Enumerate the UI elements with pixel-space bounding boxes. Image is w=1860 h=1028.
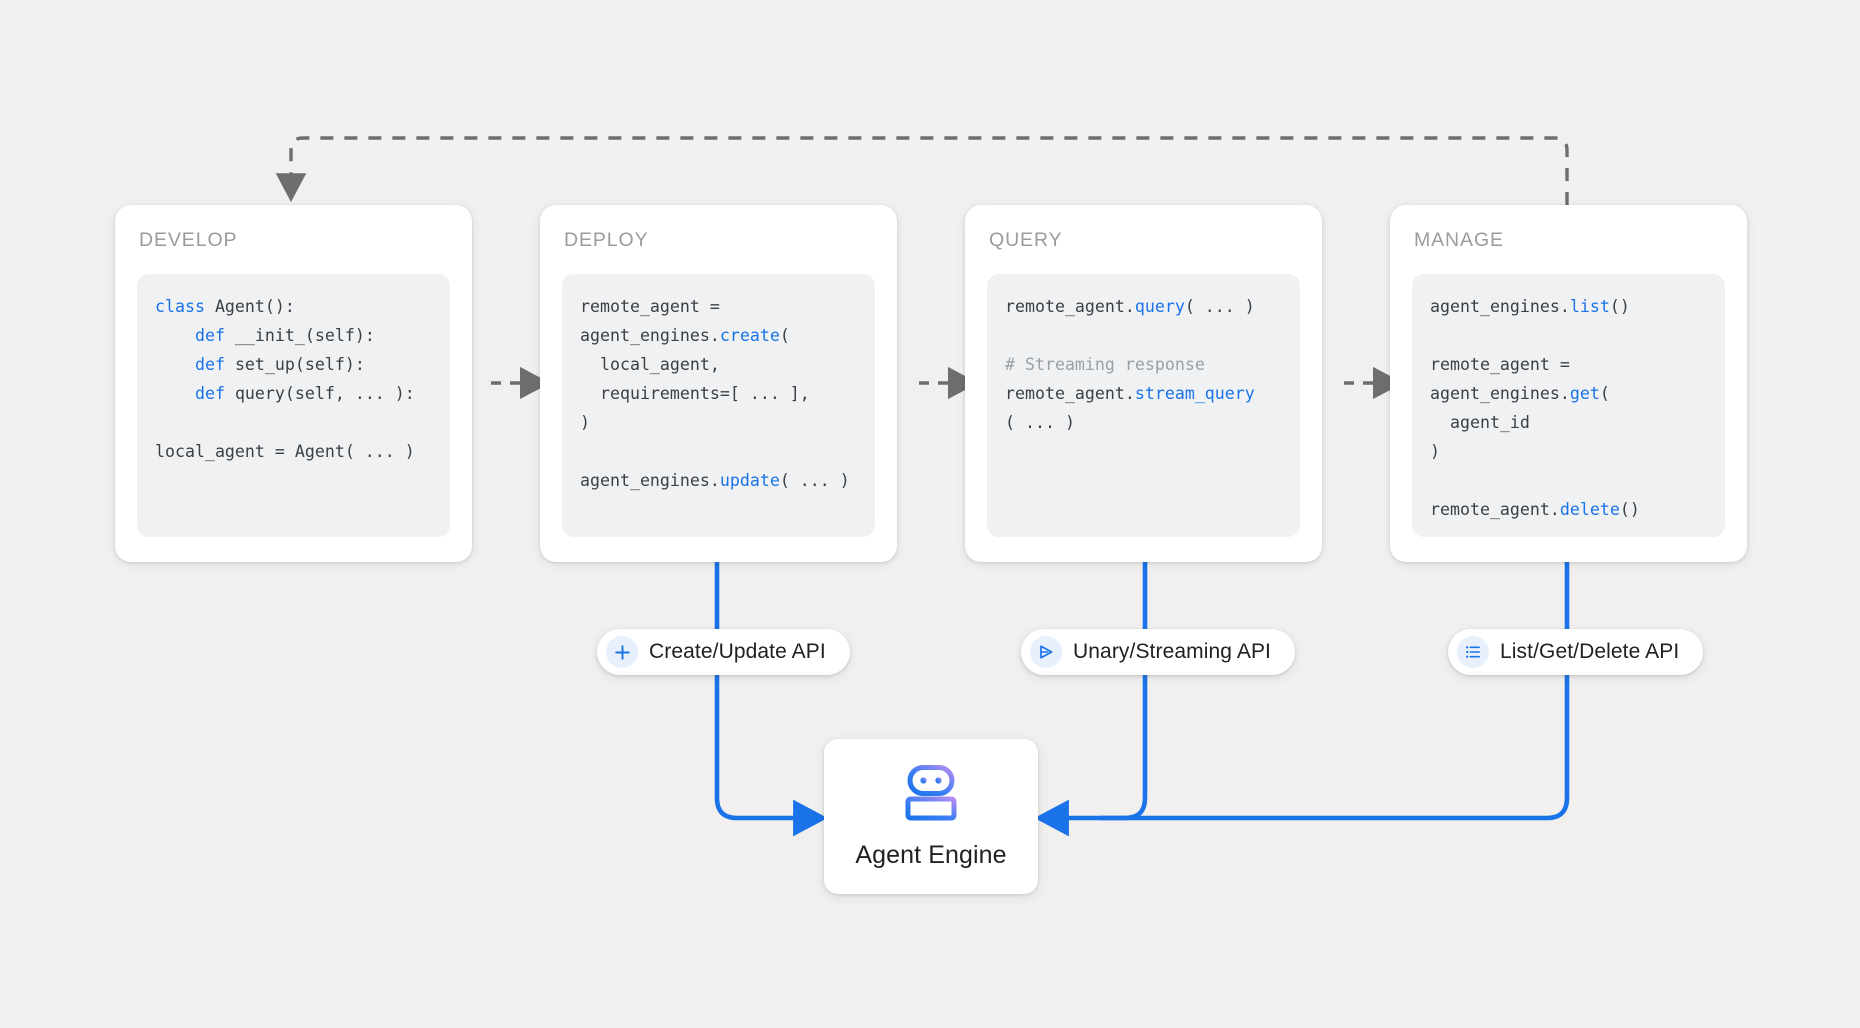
api-pill-create-update[interactable]: Create/Update API (597, 629, 850, 675)
stage-title-develop: DEVELOP (139, 229, 238, 251)
api-pill-label: Create/Update API (649, 640, 826, 663)
api-pill-label: Unary/Streaming API (1073, 640, 1271, 663)
code-block-manage: agent_engines.list() remote_agent = agen… (1412, 274, 1725, 537)
list-icon (1457, 636, 1489, 668)
blue-path-query-to-engine (1034, 562, 1148, 837)
api-pill-label: List/Get/Delete API (1500, 640, 1680, 663)
stage-title-deploy: DEPLOY (564, 229, 649, 251)
blue-path-manage-to-engine (1100, 562, 1570, 821)
stage-card-manage[interactable]: MANAGE agent_engines.list() remote_agent… (1390, 205, 1747, 562)
stage-card-deploy[interactable]: DEPLOY remote_agent = agent_engines.crea… (540, 205, 897, 562)
stage-title-manage: MANAGE (1414, 229, 1504, 251)
api-pill-list-get-delete[interactable]: List/Get/Delete API (1448, 629, 1704, 675)
stage-title-query: QUERY (989, 229, 1063, 251)
code-block-query: remote_agent.query( ... ) # Streaming re… (987, 274, 1300, 537)
stage-card-develop[interactable]: DEVELOP class Agent(): def __init_(self)… (115, 205, 472, 562)
send-triangle-icon (1030, 636, 1062, 668)
api-pill-unary-streaming[interactable]: Unary/Streaming API (1021, 629, 1295, 675)
plus-icon (606, 636, 638, 668)
code-block-develop: class Agent(): def __init_(self): def se… (137, 274, 450, 537)
agent-engine-node[interactable]: Agent Engine (824, 739, 1038, 894)
code-block-deploy: remote_agent = agent_engines.create( loc… (562, 274, 875, 537)
blue-path-deploy-to-engine (714, 562, 828, 837)
agent-engine-label: Agent Engine (855, 840, 1007, 869)
feedback-dashed-path (275, 136, 1569, 205)
stage-card-query[interactable]: QUERY remote_agent.query( ... ) # Stream… (965, 205, 1322, 562)
robot-icon (898, 764, 964, 829)
